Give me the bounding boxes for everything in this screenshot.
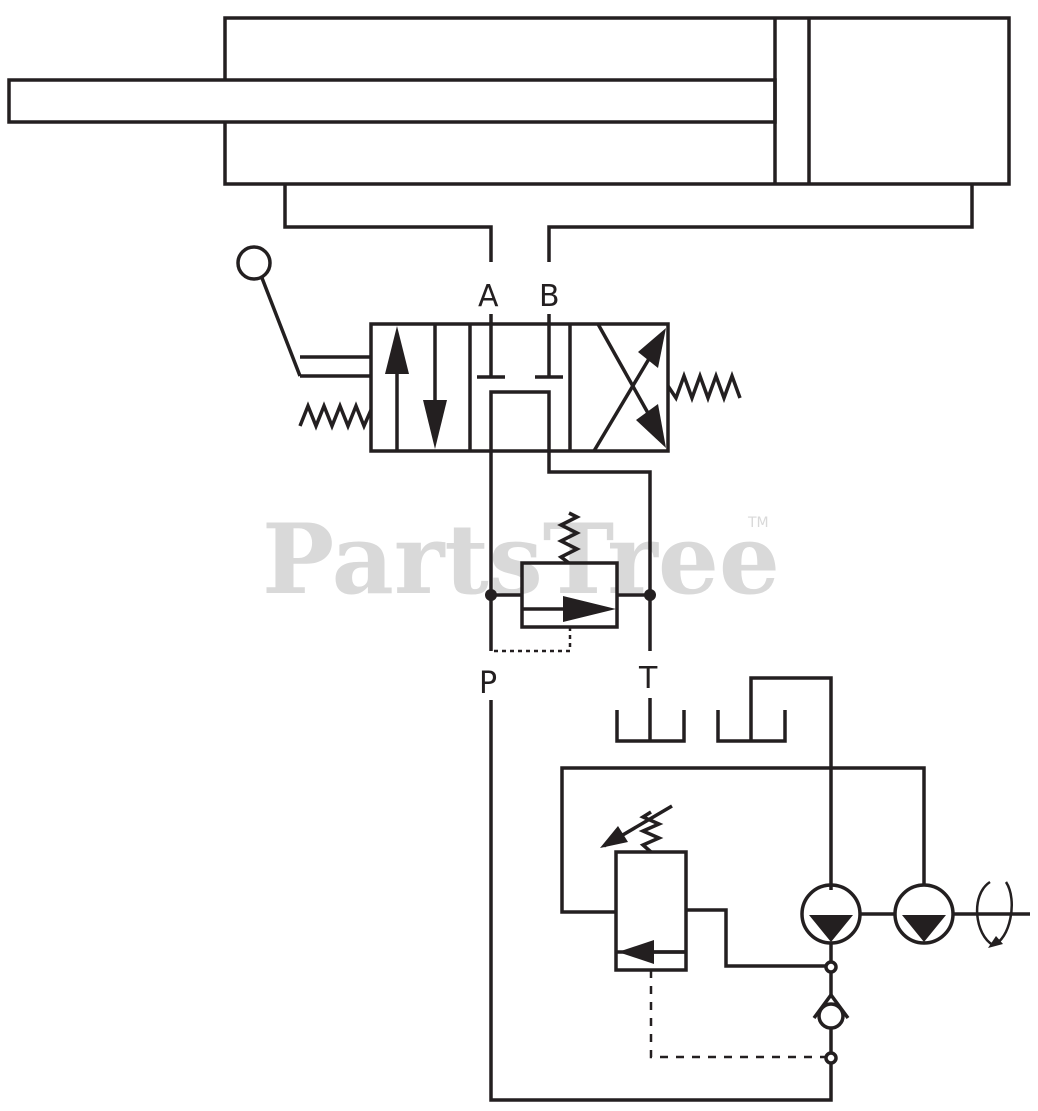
- lever-arm: [260, 277, 302, 377]
- port-label-a: A: [478, 279, 499, 314]
- tank-line-upper: [547, 451, 652, 651]
- port-label-b: B: [539, 279, 560, 314]
- valve-center-pt-loop: [489, 390, 551, 451]
- relief-valve-lower-outlet: [686, 908, 831, 968]
- port-labels: A B P T: [478, 279, 658, 701]
- line-to-port-a: [283, 184, 493, 262]
- suction-loop-line: [560, 766, 926, 914]
- port-label-p: P: [479, 666, 497, 701]
- pump-circuit: [560, 766, 1030, 1065]
- valve-body: [369, 322, 670, 453]
- adjustment-arrow-icon: [600, 826, 628, 848]
- right-spring-icon: [666, 370, 742, 404]
- relief-lower-arrow-icon: [618, 940, 654, 964]
- lever-linkage: [300, 355, 371, 378]
- relief-spring-icon: [557, 511, 581, 565]
- arrowhead-diagonal-down-icon: [636, 404, 666, 448]
- arrowhead-down-icon: [423, 400, 447, 449]
- pilot-line-lower: [649, 970, 831, 1059]
- port-label-t: T: [638, 661, 658, 696]
- rotation-arrowhead-icon: [988, 936, 1003, 948]
- arrowhead-diagonal-up-icon: [638, 328, 666, 368]
- directional-control-valve: [236, 245, 742, 453]
- hydraulic-cylinder: [7, 16, 1011, 186]
- left-spring-icon: [298, 401, 373, 431]
- tank-right-icon: [716, 676, 833, 890]
- arrowhead-up-icon: [385, 326, 409, 374]
- pump-2-arrow-icon: [902, 915, 946, 942]
- junction-pump-outlet-icon: [824, 960, 838, 974]
- tank-left-icon: [615, 698, 686, 743]
- check-valve-ball-icon: [817, 1002, 845, 1030]
- junction-check-outlet-icon: [824, 1051, 838, 1065]
- watermark-trademark: TM: [747, 515, 769, 531]
- adjustable-spring-icon: [638, 810, 664, 854]
- pilot-line-upper: [491, 627, 572, 653]
- piston-rod: [7, 78, 777, 124]
- relief-arrow-icon: [563, 596, 616, 622]
- lever-knob-icon: [236, 245, 272, 281]
- junction-p-icon: [485, 589, 497, 601]
- line-to-port-b: [547, 184, 974, 262]
- junction-t-icon: [644, 589, 656, 601]
- pressure-line-lower: [489, 700, 833, 1102]
- pump-1-arrow-icon: [809, 915, 853, 942]
